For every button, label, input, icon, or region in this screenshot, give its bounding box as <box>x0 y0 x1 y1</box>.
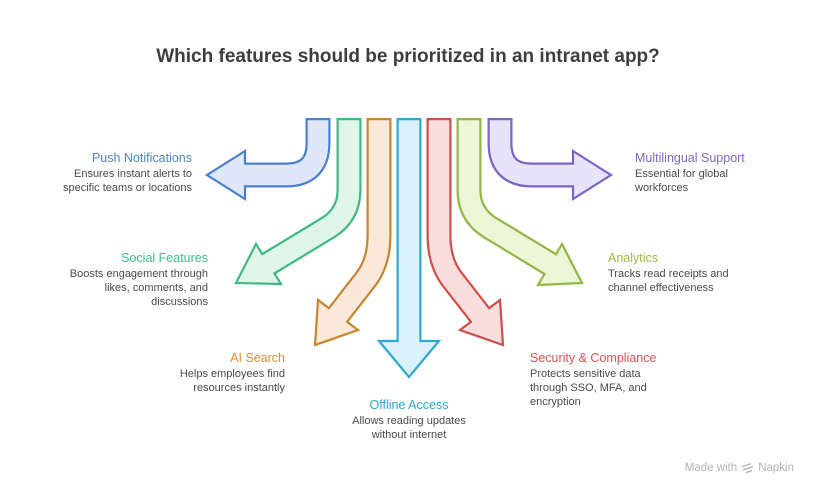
arrow-analytics <box>456 118 584 287</box>
feature-label-social-features: Social Features Boosts engagement throug… <box>70 250 208 309</box>
arrow-multilingual-support <box>487 118 614 201</box>
feature-label-offline-access: Offline Access Allows reading updates wi… <box>352 397 466 442</box>
feature-label-analytics: Analytics Tracks read receipts and chann… <box>608 250 729 295</box>
feature-heading: Analytics <box>608 251 659 265</box>
attribution-text: Made with <box>684 462 738 474</box>
feature-description: Tracks read receipts and channel effecti… <box>608 268 729 294</box>
feature-label-ai-search: AI Search Helps employees find resources… <box>180 350 285 395</box>
diagram-title: Which features should be prioritized in … <box>156 46 660 67</box>
arrow-push-notifications <box>204 118 331 201</box>
arrow-ai-search <box>313 118 392 347</box>
feature-heading: Security & Compliance <box>530 351 657 365</box>
arrow-social-features <box>234 118 362 286</box>
feature-heading: Social Features <box>121 251 208 265</box>
feature-description: Allows reading updates without internet <box>352 415 466 441</box>
feature-heading: AI Search <box>230 351 285 365</box>
feature-description: Protects sensitive data through SSO, MFA… <box>530 368 647 408</box>
feature-label-push-notifications: Push Notifications Ensures instant alert… <box>63 150 192 195</box>
napkin-logo-icon <box>741 463 754 474</box>
feature-heading: Multilingual Support <box>635 151 745 165</box>
feature-heading: Push Notifications <box>91 151 192 165</box>
attribution-brand: Napkin <box>758 462 794 474</box>
arrow-security-compliance <box>426 118 505 347</box>
feature-description: Ensures instant alerts to specific teams… <box>63 168 192 194</box>
feature-description: Boosts engagement through likes, comment… <box>69 268 208 308</box>
arrow-offline-access <box>376 118 442 379</box>
feature-label-security-compliance: Security & Compliance Protects sensitive… <box>530 350 656 409</box>
napkin-attribution[interactable]: Made with Napkin <box>685 462 794 474</box>
feature-description: Essential for global workforces <box>635 168 728 194</box>
feature-heading: Offline Access <box>369 398 449 412</box>
feature-description: Helps employees find resources instantly <box>179 368 285 394</box>
feature-label-multilingual-support: Multilingual Support Essential for globa… <box>635 150 745 195</box>
